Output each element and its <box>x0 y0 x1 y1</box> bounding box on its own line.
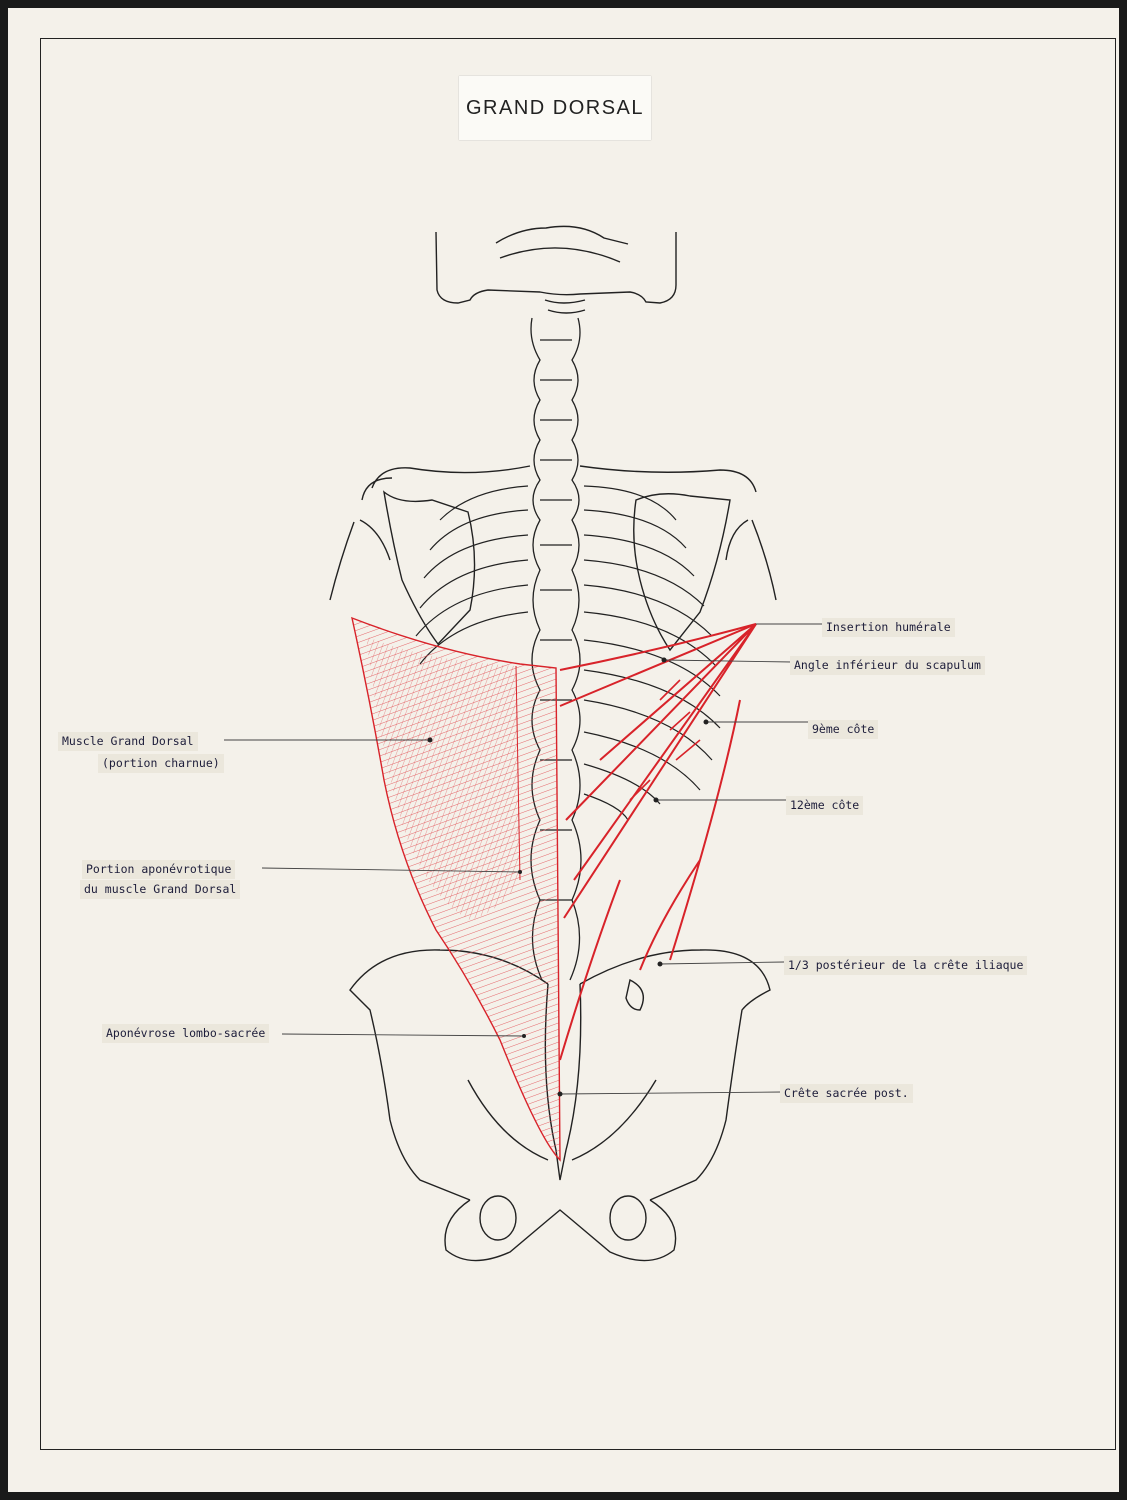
label-portion-charnue: (portion charnue) <box>98 754 224 773</box>
label-douzieme-cote: 12ème côte <box>786 796 864 815</box>
label-du-muscle-grand-dorsal: du muscle Grand Dorsal <box>80 880 241 899</box>
label-crete-iliaque: 1/3 postérieur de la crête iliaque <box>784 956 1028 975</box>
label-portion-aponevrotique: Portion aponévrotique <box>82 860 236 879</box>
diagram-title: GRAND DORSAL <box>465 96 645 119</box>
scapulae <box>329 490 777 652</box>
label-neuvieme-cote: 9ème côte <box>808 720 879 739</box>
label-muscle-grand-dorsal: Muscle Grand Dorsal <box>58 732 198 751</box>
label-angle-inferieur-scapulum: Angle inférieur du scapulum <box>790 656 985 675</box>
skull-base <box>435 225 677 314</box>
label-aponevrose-lombo-sacree: Aponévrose lombo-sacrée <box>102 1024 270 1043</box>
page-border <box>40 38 1116 1450</box>
shoulder-girdle <box>361 465 757 501</box>
latissimus-dorsi-muscle <box>351 616 757 1162</box>
title-card: GRAND DORSAL <box>459 76 651 140</box>
label-insertion-humerale: Insertion humérale <box>822 618 955 637</box>
leader-dots <box>427 657 709 1097</box>
label-crete-sacree: Crête sacrée post. <box>780 1084 913 1103</box>
leader-lines <box>224 623 822 1095</box>
